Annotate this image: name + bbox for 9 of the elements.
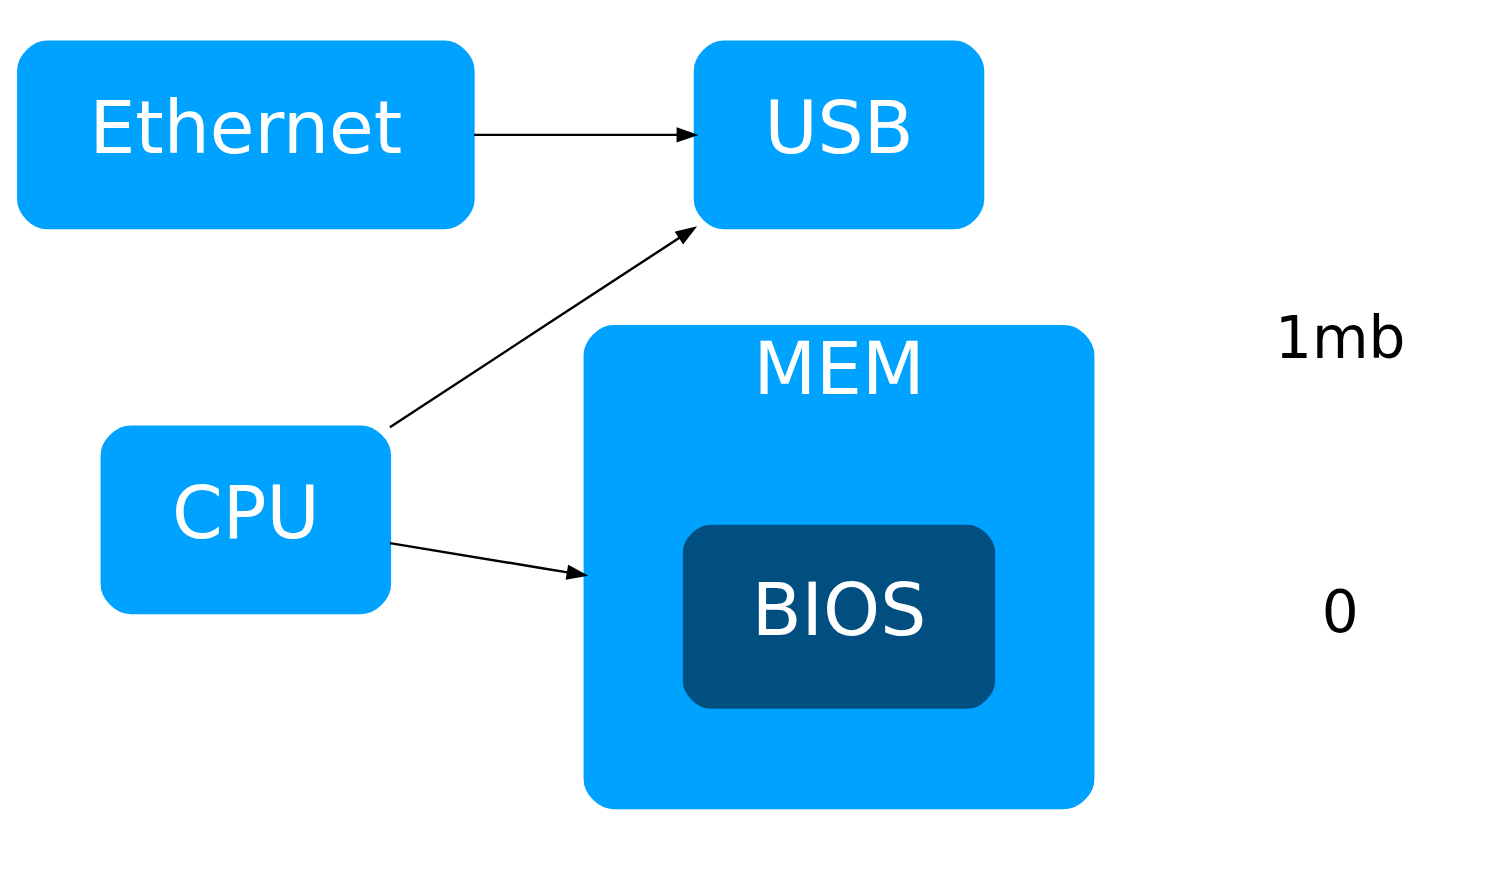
label: 0 xyxy=(1321,577,1359,646)
label: 1mb xyxy=(1274,304,1406,373)
arrow xyxy=(389,226,698,429)
arrow xyxy=(474,127,699,143)
node-box: CPU xyxy=(100,425,392,615)
arrow xyxy=(389,541,589,580)
node-box: USB xyxy=(693,40,985,230)
node-box: Ethernet xyxy=(17,40,475,230)
node-box: BIOS xyxy=(680,522,998,712)
